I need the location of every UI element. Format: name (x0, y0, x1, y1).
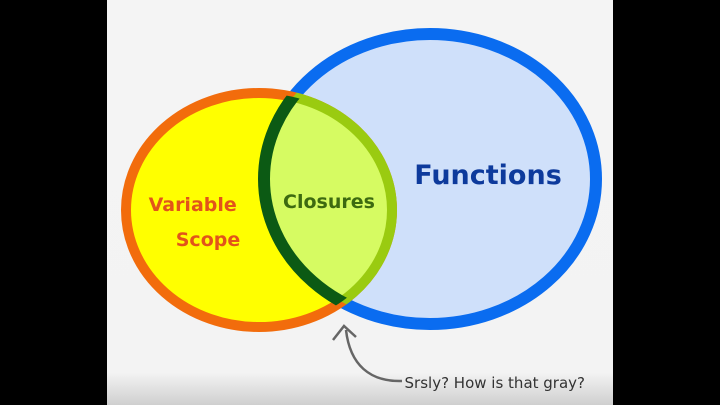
annotation-caption: Srsly? How is that gray? (405, 374, 585, 392)
curved-arrow-icon (344, 329, 403, 383)
arrowhead-icon (332, 324, 357, 341)
closures-label: Closures (283, 191, 375, 213)
functions-edge-in-scope (258, 93, 392, 327)
variable-scope-label: Variable Scope (149, 194, 244, 251)
functions-label: Functions (414, 160, 562, 191)
closures-intersection (264, 88, 397, 324)
